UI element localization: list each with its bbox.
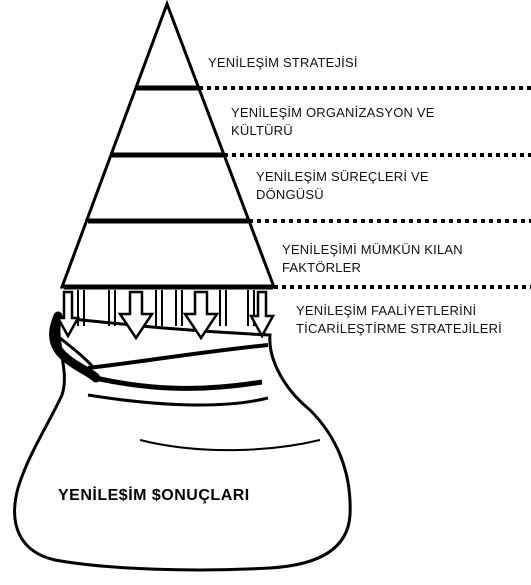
sack-fold-1: [94, 375, 263, 391]
down-arrow-icon: [117, 290, 155, 341]
down-arrow-icon: [248, 290, 276, 339]
down-arrow-icon: [182, 290, 220, 341]
level-label-line: TİCARİLEŞTİRME STRATEJİLERİ: [296, 321, 502, 336]
sack-fold-3: [87, 393, 269, 407]
arrow-dividers: [77, 290, 255, 326]
sack-fold-2: [87, 343, 269, 370]
down-arrow-icon: [55, 290, 81, 339]
level-label-line: YENİLEŞİM SÜREÇLERİ VE: [256, 169, 429, 184]
level-label-organization: YENİLEŞİM ORGANİZASYON VE KÜLTÜRÜ: [231, 104, 435, 140]
sack-rim: [49, 311, 101, 383]
outcome-label: YENİLE$İM $ONUÇLARI: [58, 487, 250, 504]
level-label-line: YENİLEŞİM STRATEJİSİ: [208, 55, 358, 70]
level-label-enablers: YENİLEŞİMİ MÜMKÜN KILAN FAKTÖRLER: [282, 241, 463, 277]
sack-fold-4: [139, 439, 321, 452]
level-label-strategy: YENİLEŞİM STRATEJİSİ: [208, 54, 358, 72]
level-label-line: YENİLEŞİMİ MÜMKÜN KILAN: [282, 242, 463, 257]
level-label-line: YENİLEŞİM ORGANİZASYON VE: [231, 105, 435, 120]
level-label-processes: YENİLEŞİM SÜREÇLERİ VE DÖNGÜSÜ: [256, 168, 429, 204]
sack-fold-5: [59, 336, 94, 367]
strategy-triangle: [59, 0, 277, 289]
level-label-commercialization: YENİLEŞİM FAALİYETLERİNİ TİCARİLEŞTİRME …: [296, 302, 502, 338]
level-label-line: KÜLTÜRÜ: [231, 123, 293, 138]
level-label-line: FAKTÖRLER: [282, 260, 362, 275]
level-label-line: DÖNGÜSÜ: [256, 187, 324, 202]
level-label-line: YENİLEŞİM FAALİYETLERİNİ: [296, 303, 477, 318]
